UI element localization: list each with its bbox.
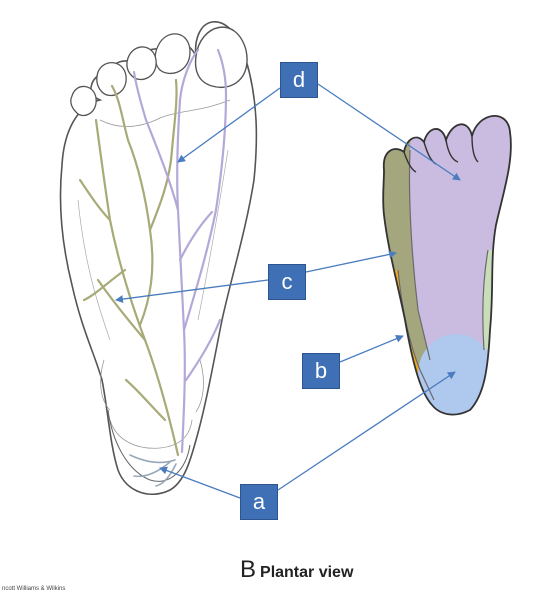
leader-arrows bbox=[115, 83, 461, 499]
arrow-c-to-large-foot bbox=[115, 279, 269, 304]
heel-outline bbox=[107, 409, 191, 482]
arrow-d-to-small-foot bbox=[317, 83, 461, 181]
label-c: c bbox=[268, 264, 306, 300]
second-toe-outline bbox=[154, 33, 191, 75]
large-foot-illustration bbox=[59, 21, 258, 495]
fifth-toe-outline bbox=[70, 85, 97, 117]
arrow-d-to-large-foot bbox=[177, 87, 281, 163]
third-toe-outline bbox=[126, 46, 157, 81]
publisher-credit: ncott Williams & Wilkins bbox=[2, 586, 66, 592]
region-blue-heel bbox=[418, 334, 494, 414]
arrow-a-to-large-foot bbox=[159, 466, 241, 499]
label-d: d bbox=[280, 62, 318, 98]
caption-letter: B bbox=[240, 556, 257, 583]
label-b: b bbox=[302, 353, 340, 389]
dermatome-foot-outline bbox=[382, 114, 512, 416]
arrow-b-to-small-foot bbox=[339, 334, 404, 363]
arrow-c-to-small-foot bbox=[305, 250, 397, 273]
lateral-plantar-nerve bbox=[78, 78, 180, 457]
arrow-a-to-small-foot bbox=[277, 371, 456, 491]
dermatome-foot bbox=[382, 114, 512, 416]
label-a: a bbox=[240, 484, 278, 520]
caption-text: Plantar view bbox=[260, 564, 354, 581]
medial-plantar-nerve bbox=[132, 48, 228, 454]
calcaneal-branches bbox=[129, 454, 177, 487]
fourth-toe-outline bbox=[96, 62, 127, 97]
